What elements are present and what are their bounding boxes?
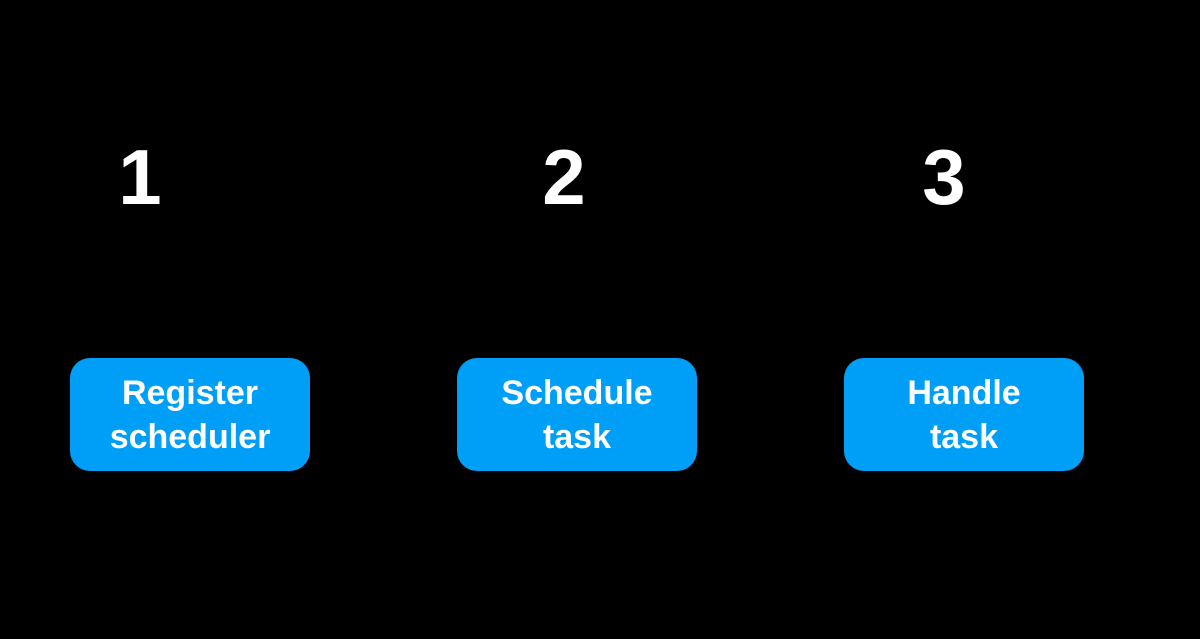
step-number: 3 (922, 133, 966, 221)
step-number: 2 (542, 133, 586, 221)
step-3: 3 Handle task (844, 0, 1084, 639)
step-box: Schedule task (457, 358, 697, 471)
step-1: 1 Register scheduler (70, 0, 310, 639)
step-number: 1 (118, 133, 162, 221)
step-2: 2 Schedule task (457, 0, 697, 639)
step-box: Register scheduler (70, 358, 310, 471)
step-label: Handle task (907, 373, 1021, 456)
step-label: Register scheduler (109, 373, 271, 456)
step-label: Schedule task (501, 373, 653, 456)
step-box: Handle task (844, 358, 1084, 471)
